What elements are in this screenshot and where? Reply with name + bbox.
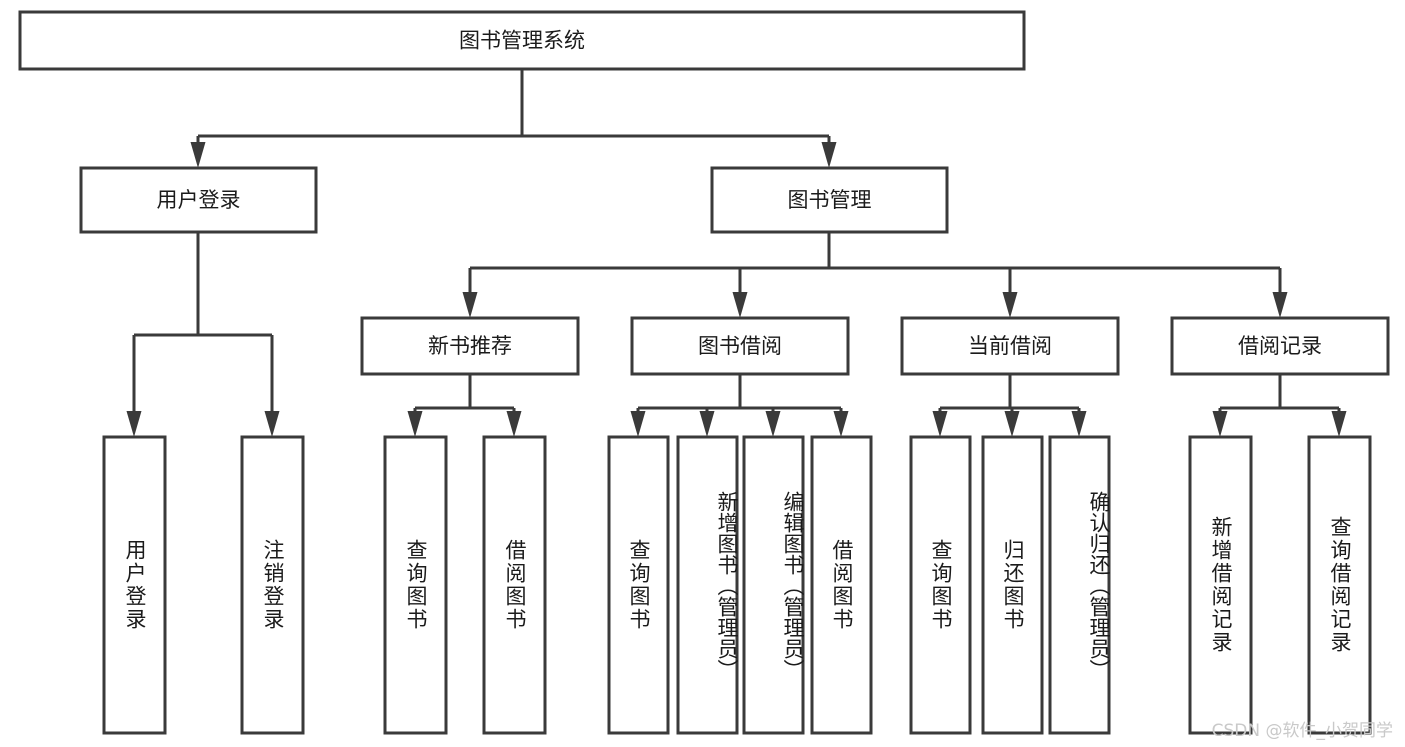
node-label-leaf-4: 查询图书	[627, 539, 651, 631]
group_borrow-drop-1-arrowhead	[699, 411, 715, 437]
node-box-leaf-7[interactable]	[810, 435, 873, 735]
node-box-leaf-0[interactable]	[102, 435, 167, 735]
group_current-drop-0-arrowhead	[932, 411, 948, 437]
node-label-leaf-7: 借阅图书	[830, 539, 854, 631]
node-label-root: 图书管理系统	[459, 29, 585, 53]
node-label-leaf-12: 查询借阅记录	[1328, 516, 1352, 654]
node-box-leaf-9[interactable]	[981, 435, 1044, 735]
group_newbook-drop-0-arrowhead	[407, 411, 423, 437]
node-box-leaf-6[interactable]	[742, 435, 805, 735]
group_record-drop-0-arrowhead	[1212, 411, 1228, 437]
node-box-layer	[18, 10, 1390, 735]
node-box-leaf-8[interactable]	[909, 435, 972, 735]
node-label-leaf-1: 注销登录	[261, 539, 285, 631]
node-label-leaf-2: 查询图书	[404, 539, 428, 631]
node-label-leaf-9: 归还图书	[1001, 539, 1025, 631]
node-label-leaf-11: 新增借阅记录	[1209, 516, 1233, 654]
group_book-drop-3-arrowhead	[1272, 292, 1288, 318]
node-label-level3-1: 图书借阅	[698, 334, 782, 358]
node-box-leaf-11[interactable]	[1188, 435, 1253, 735]
node-label-level3-3: 借阅记录	[1238, 334, 1322, 358]
node-label-leaf-6: 编辑图书（管理员）	[781, 490, 805, 680]
node-label-level3-2: 当前借阅	[968, 334, 1052, 358]
connector-layer	[126, 69, 1347, 437]
node-label-leaf-5: 新增图书（管理员）	[715, 490, 739, 680]
node-box-level3-0[interactable]	[360, 316, 580, 376]
group_user-drop-1-arrowhead	[264, 411, 280, 437]
node-box-root[interactable]	[18, 10, 1026, 71]
node-label-level2-0: 用户登录	[157, 188, 241, 212]
node-box-level2-0[interactable]	[79, 166, 318, 234]
node-box-leaf-3[interactable]	[482, 435, 547, 735]
node-label-leaf-10: 确认归还（管理员）	[1087, 490, 1111, 680]
node-box-leaf-1[interactable]	[240, 435, 305, 735]
group_book-drop-1-arrowhead	[732, 292, 748, 318]
group_borrow-drop-2-arrowhead	[765, 411, 781, 437]
level2-drop-0-arrowhead	[190, 142, 206, 168]
group_borrow-drop-3-arrowhead	[833, 411, 849, 437]
node-box-level3-3[interactable]	[1170, 316, 1390, 376]
node-box-leaf-2[interactable]	[383, 435, 448, 735]
node-box-level3-2[interactable]	[900, 316, 1120, 376]
node-box-leaf-12[interactable]	[1307, 435, 1372, 735]
node-label-leaf-3: 借阅图书	[503, 539, 527, 631]
node-box-leaf-5[interactable]	[676, 435, 739, 735]
node-box-level3-1[interactable]	[630, 316, 850, 376]
node-label-leaf-8: 查询图书	[929, 539, 953, 631]
level2-drop-1-arrowhead	[821, 142, 837, 168]
node-box-level2-1[interactable]	[710, 166, 949, 234]
group_newbook-drop-1-arrowhead	[506, 411, 522, 437]
node-label-leaf-0: 用户登录	[123, 539, 147, 631]
group_current-drop-2-arrowhead	[1071, 411, 1087, 437]
group_borrow-drop-0-arrowhead	[630, 411, 646, 437]
group_record-drop-1-arrowhead	[1331, 411, 1347, 437]
group_book-drop-2-arrowhead	[1002, 292, 1018, 318]
group_book-drop-0-arrowhead	[462, 292, 478, 318]
group_current-drop-1-arrowhead	[1004, 411, 1020, 437]
node-box-leaf-10[interactable]	[1048, 435, 1111, 735]
node-box-leaf-4[interactable]	[607, 435, 670, 735]
node-label-level2-1: 图书管理	[788, 188, 872, 212]
node-label-level3-0: 新书推荐	[428, 334, 512, 358]
group_user-drop-0-arrowhead	[126, 411, 142, 437]
